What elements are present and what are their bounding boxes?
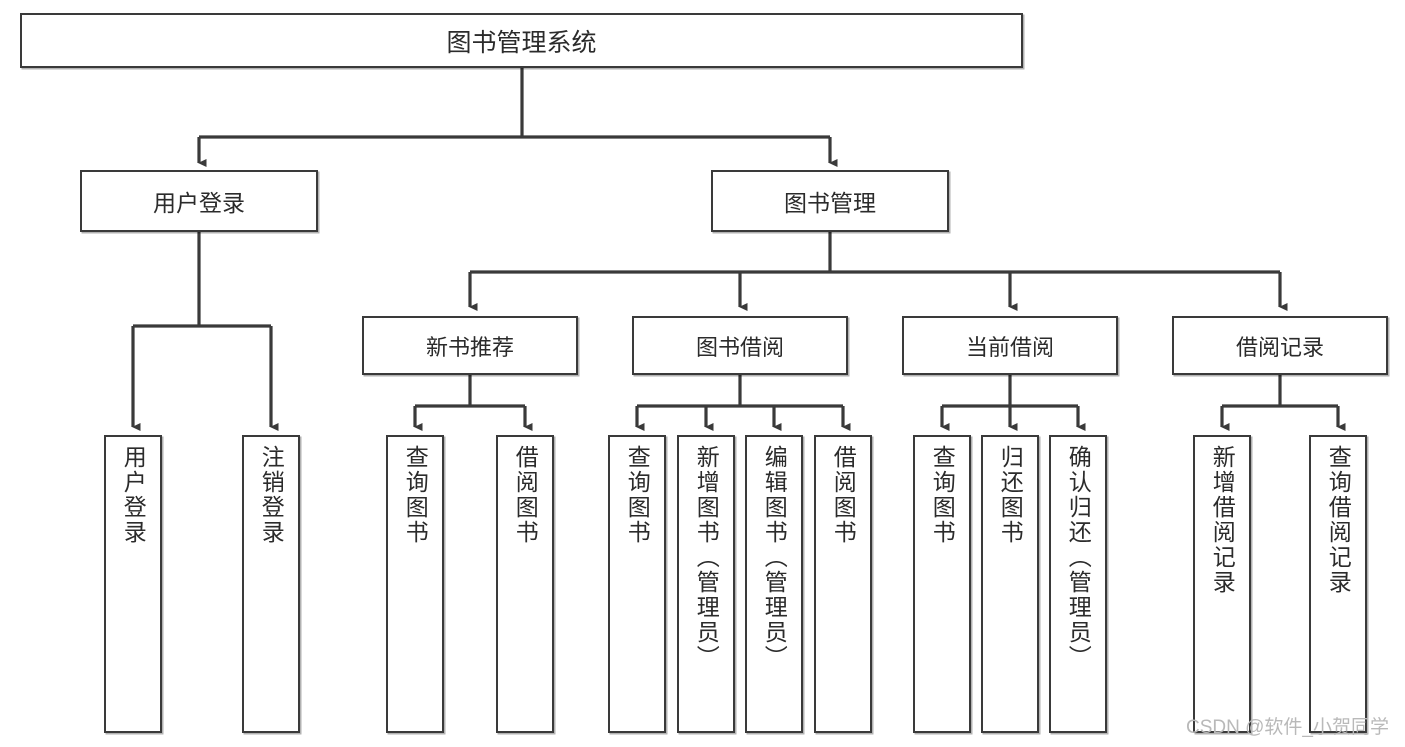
node-new-book-recommend[interactable]: 新书推荐 [362,316,578,375]
node-user-login[interactable]: 用户登录 [80,170,318,232]
leaf-borrow-record-query[interactable]: 查询借阅记录 [1309,435,1367,733]
node-label: 借阅记录 [1235,334,1324,360]
node-book-borrow[interactable]: 图书借阅 [632,316,848,375]
node-label: 新书推荐 [425,334,514,360]
node-label: 当前借阅 [965,334,1054,360]
node-borrow-record[interactable]: 借阅记录 [1172,316,1388,375]
leaf-book-borrow-add[interactable]: 新增图书（管理员） [677,435,735,733]
node-label: 查询图书 [402,445,429,545]
leaf-current-borrow-return[interactable]: 归还图书 [981,435,1039,733]
node-root-system[interactable]: 图书管理系统 [20,13,1023,68]
node-label: 用户登录 [153,190,245,216]
node-label: 确认归还（管理员） [1065,445,1092,670]
leaf-book-borrow-borrow[interactable]: 借阅图书 [814,435,872,733]
node-label: 查询图书 [624,445,651,545]
leaf-current-borrow-query[interactable]: 查询图书 [913,435,971,733]
node-label: 查询图书 [929,445,956,545]
node-label: 注销登录 [258,445,285,545]
node-label: 归还图书 [997,445,1024,545]
node-label: 图书管理系统 [446,28,597,57]
leaf-user-login-logout[interactable]: 注销登录 [242,435,300,733]
node-label: 编辑图书（管理员） [761,445,788,670]
leaf-current-borrow-confirm-return[interactable]: 确认归还（管理员） [1049,435,1107,733]
node-label: 新增借阅记录 [1209,445,1236,595]
node-current-borrow[interactable]: 当前借阅 [902,316,1118,375]
watermark-text: CSDN @软件_小贺同学 [1186,717,1389,738]
node-label: 新增图书（管理员） [693,445,720,670]
node-label: 借阅图书 [830,445,857,545]
node-label: 查询借阅记录 [1325,445,1352,595]
node-label: 用户登录 [120,445,147,545]
node-label: 借阅图书 [512,445,539,545]
leaf-borrow-record-add[interactable]: 新增借阅记录 [1193,435,1251,733]
node-label: 图书管理 [784,190,876,216]
node-book-management[interactable]: 图书管理 [711,170,949,232]
leaf-book-borrow-edit[interactable]: 编辑图书（管理员） [745,435,803,733]
leaf-new-book-borrow[interactable]: 借阅图书 [496,435,554,733]
node-label: 图书借阅 [695,334,784,360]
leaf-new-book-query[interactable]: 查询图书 [386,435,444,733]
leaf-user-login-login[interactable]: 用户登录 [104,435,162,733]
leaf-book-borrow-query[interactable]: 查询图书 [608,435,666,733]
